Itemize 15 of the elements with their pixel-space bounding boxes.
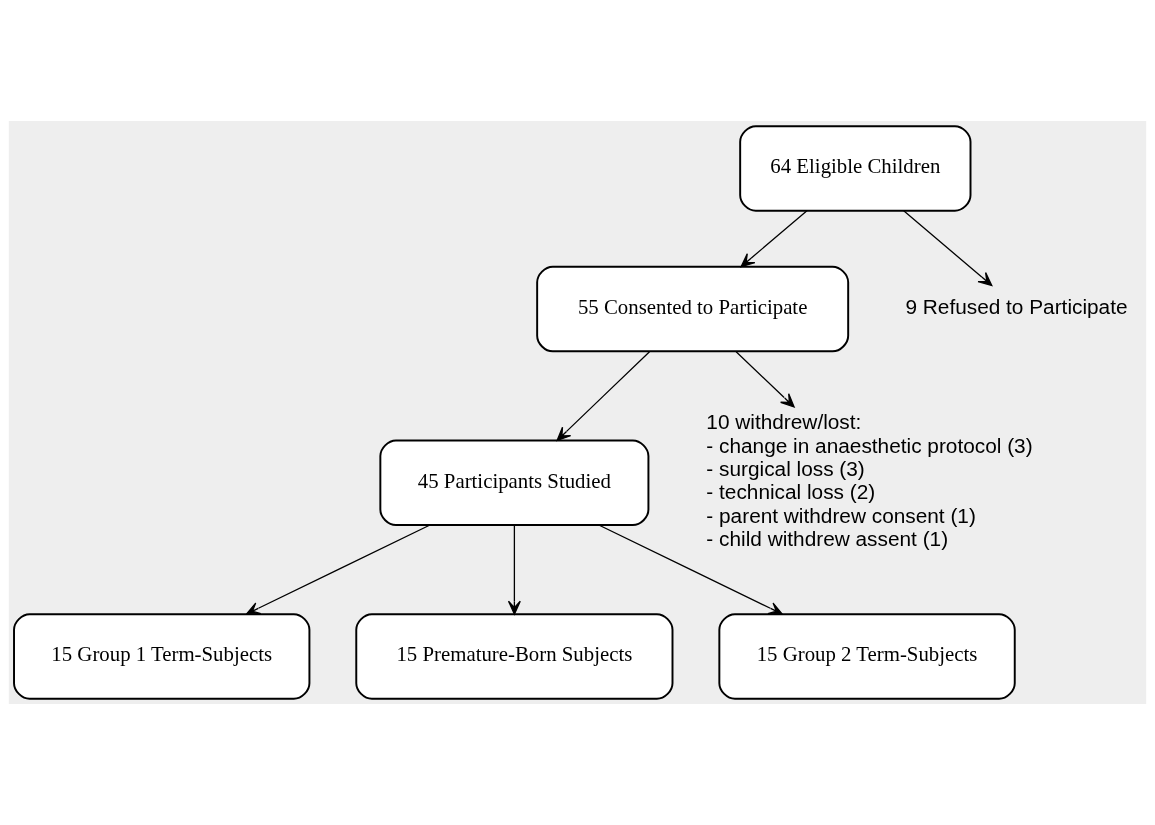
arrow [245,524,431,615]
arrow [740,210,808,268]
node-box: 15 Group 2 Term-Subjects [718,613,1016,700]
node-text: 10 withdrew/lost: - change in anaesthetic protocol (3) - surgical loss (3) - technical loss (2) - parent withdrew consent (1) - child withdrew assent (1) [706,410,1033,551]
node-box: 55 Consented to Participate [536,265,850,353]
node-box: 15 Group 1 Term-Subjects [13,613,311,700]
node-text: 9 Refused to Participate [905,294,1128,318]
arrow [556,351,651,442]
arrow [903,210,993,287]
node-box: 15 Premature-Born Subjects [355,613,674,700]
arrow [735,351,795,408]
node-box: 45 Participants Studied [379,439,650,527]
node-box: 64 Eligible Children [739,125,972,212]
arrow [598,524,783,615]
arrow [507,524,521,615]
